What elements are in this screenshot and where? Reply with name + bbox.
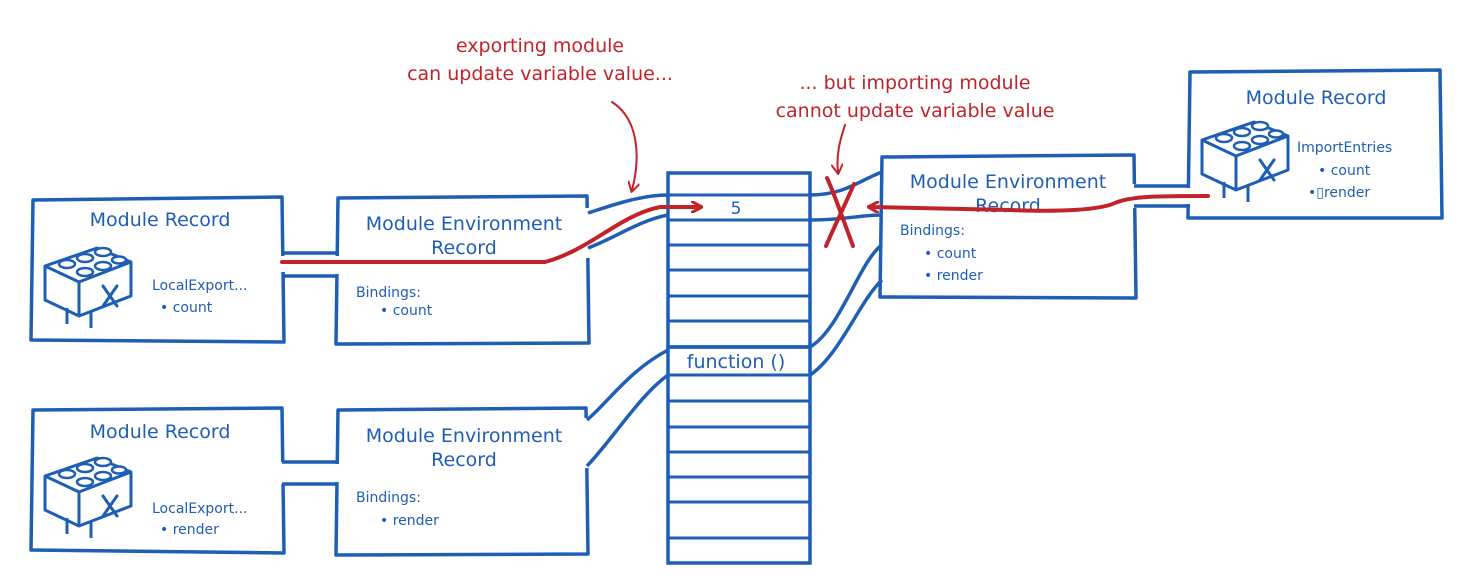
exporting-annotation-pointer	[611, 101, 637, 190]
blocked-x-icon	[824, 176, 856, 248]
env-record-1-title-line2: Record	[431, 237, 497, 259]
env-record-2-title-line1: Module Environment	[366, 425, 562, 447]
module-record-2-title: Module Record	[90, 421, 231, 443]
importing-annotation-line1: ... but importing module	[799, 72, 1030, 94]
env-record-1-bindings-label: Bindings:	[356, 285, 421, 301]
module-record-3-item2: •▯render	[1308, 185, 1370, 201]
connector-mr2-env2	[282, 460, 338, 486]
module-record-1-field: LocalExport...	[152, 278, 247, 294]
module-record-2-field: LocalExport...	[152, 501, 247, 517]
module-record-3-title: Module Record	[1246, 87, 1387, 109]
export-update-arrow	[280, 207, 700, 264]
connector-memory-env3	[809, 170, 884, 377]
module-record-1-item: • count	[160, 300, 213, 316]
memory-function-cell: function ()	[687, 351, 785, 373]
module-record-3-field: ImportEntries	[1297, 140, 1392, 156]
lego-brick-icon	[43, 246, 133, 330]
connector-env1-memory	[587, 193, 669, 250]
env-record-box-3	[878, 153, 1146, 300]
env-record-1-title-line1: Module Environment	[366, 213, 562, 235]
import-update-arrow	[870, 194, 1210, 211]
connector-env3-mr3	[1134, 184, 1190, 208]
module-record-1-title: Module Record	[90, 209, 231, 231]
module-record-2-item: • render	[160, 522, 219, 538]
env-record-3-item2: • render	[924, 268, 983, 284]
env-record-2-bindings-label: Bindings:	[356, 490, 421, 506]
env-record-box-2	[330, 406, 598, 557]
importing-annotation-line2: cannot update variable value	[776, 100, 1055, 122]
module-record-box-2	[29, 406, 290, 555]
connector-mr1-env1	[282, 251, 338, 278]
env-record-3-title-line1: Module Environment	[910, 171, 1106, 193]
lego-brick-icon	[1200, 120, 1290, 204]
exporting-annotation-line2: can update variable value...	[407, 63, 673, 85]
exporting-annotation-line1: exporting module	[456, 35, 624, 57]
memory-value-cell: 5	[731, 199, 742, 219]
env-record-3-item1: • count	[924, 246, 977, 262]
env-record-2-item: • render	[380, 513, 439, 529]
env-record-2-title-line2: Record	[431, 449, 497, 471]
env-record-3-title-line2: Record	[975, 195, 1041, 217]
module-record-3-item1: • count	[1318, 163, 1371, 179]
lego-brick-icon	[43, 456, 133, 540]
connector-env2-memory	[585, 348, 670, 468]
env-record-1-item: • count	[380, 303, 433, 319]
importing-annotation-pointer	[837, 124, 846, 172]
env-record-3-bindings-label: Bindings:	[900, 223, 965, 239]
